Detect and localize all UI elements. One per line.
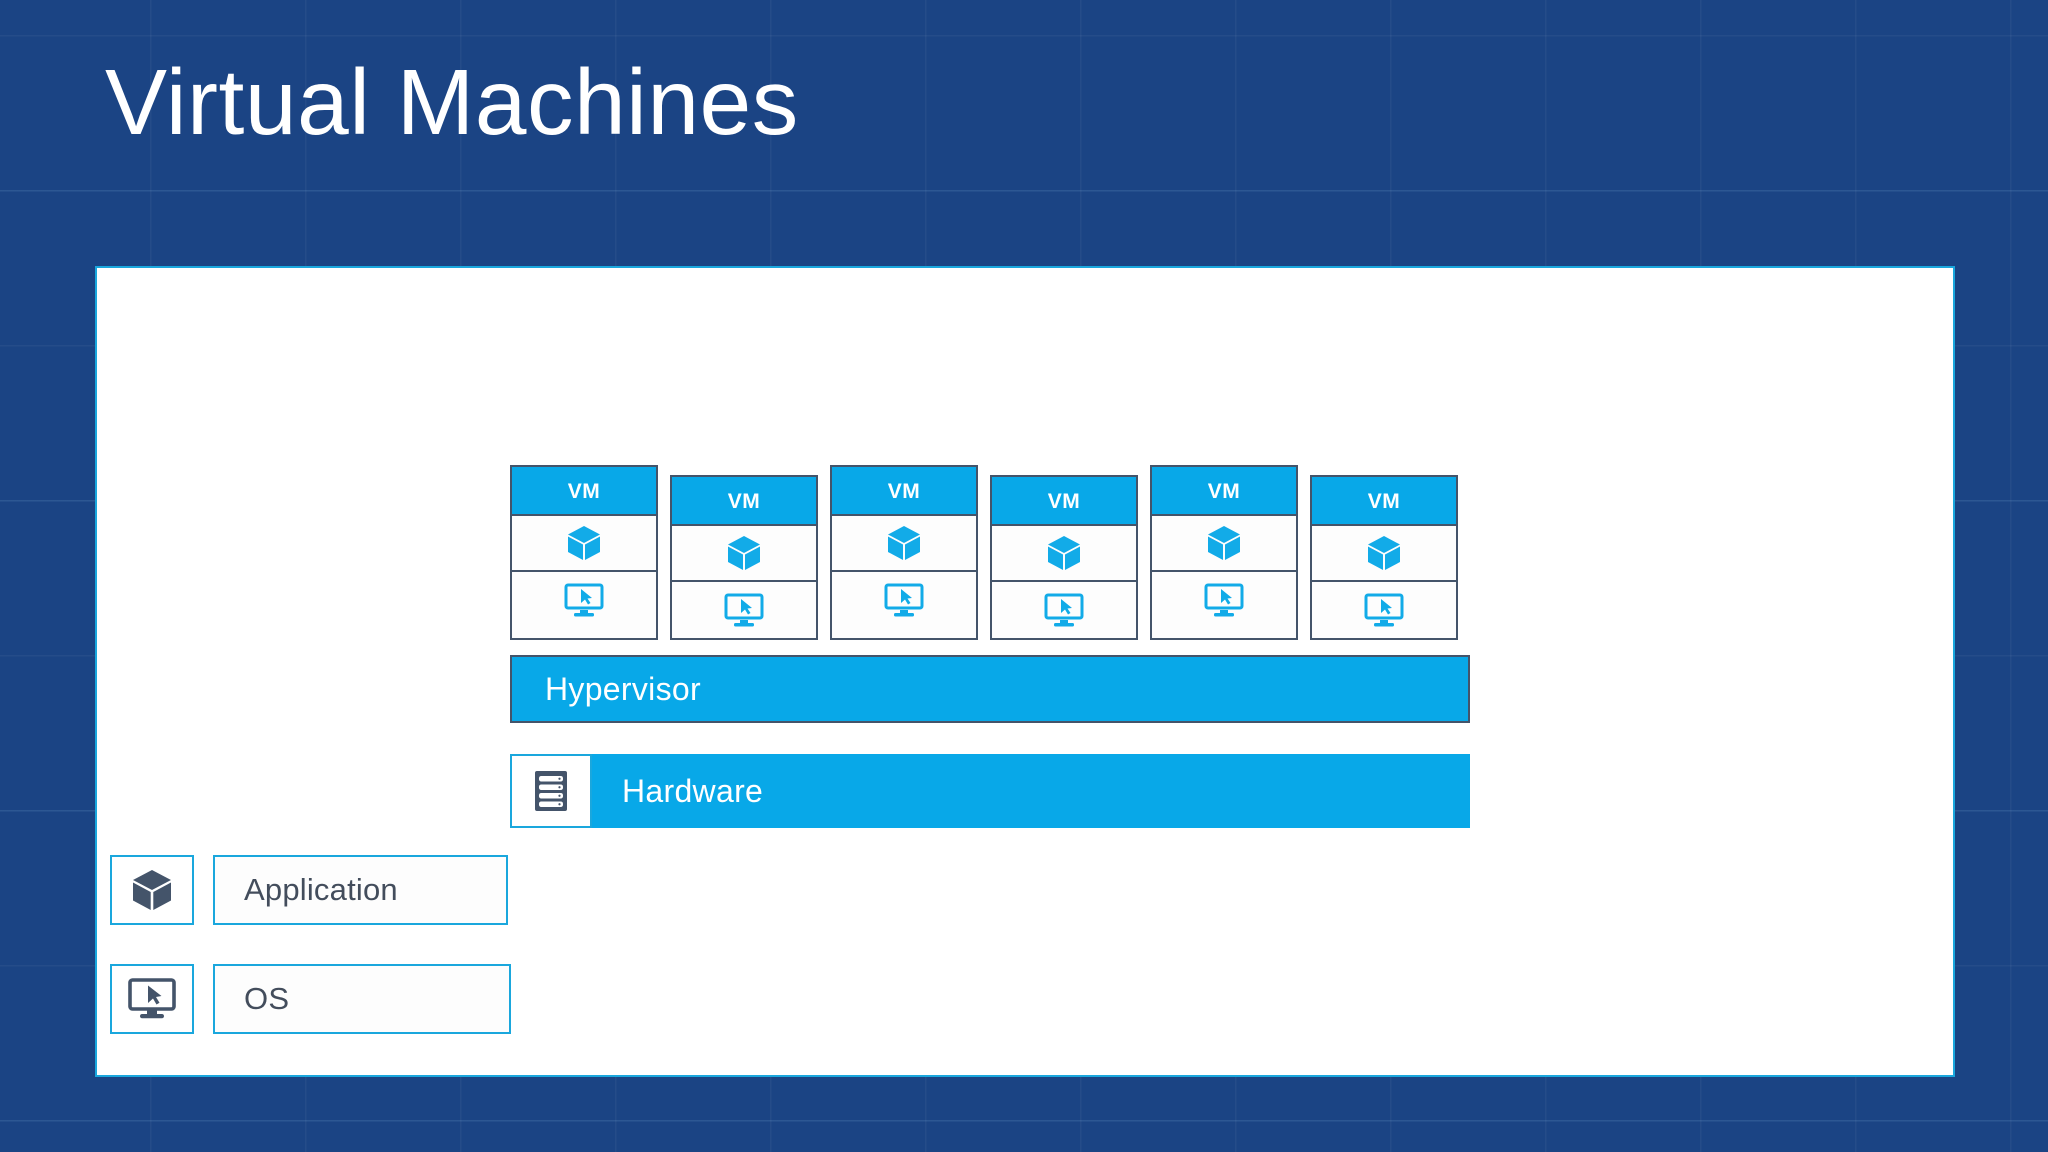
vm-application-cell xyxy=(1152,516,1296,572)
vm-application-cell xyxy=(512,516,656,572)
vm-header-label: VM xyxy=(1152,467,1296,516)
legend-os-icon-box xyxy=(110,964,194,1034)
content-panel: VM xyxy=(95,266,1955,1077)
vm-box[interactable]: VM xyxy=(1150,465,1298,640)
monitor-cursor-icon xyxy=(1364,593,1404,627)
vm-os-cell xyxy=(832,572,976,628)
cube-icon xyxy=(727,535,761,571)
legend-application-label: Application xyxy=(244,872,398,907)
vm-header-label: VM xyxy=(992,477,1136,526)
cube-icon xyxy=(887,525,921,561)
vm-header-label: VM xyxy=(672,477,816,526)
cube-icon xyxy=(567,525,601,561)
hardware-icon-box xyxy=(510,754,592,828)
hardware-fill: Hardware xyxy=(592,754,1470,828)
monitor-cursor-icon xyxy=(1204,583,1244,617)
vm-row: VM xyxy=(510,465,1458,640)
vm-box[interactable]: VM xyxy=(510,465,658,640)
vm-box[interactable]: VM xyxy=(1310,475,1458,640)
vm-application-cell xyxy=(832,516,976,572)
monitor-cursor-icon xyxy=(1044,593,1084,627)
hardware-bar[interactable]: Hardware xyxy=(510,754,1470,828)
legend-os-label: OS xyxy=(244,981,290,1016)
vm-box[interactable]: VM xyxy=(830,465,978,640)
monitor-cursor-icon xyxy=(128,978,176,1020)
page-title: Virtual Machines xyxy=(105,50,799,154)
monitor-cursor-icon xyxy=(884,583,924,617)
monitor-cursor-icon xyxy=(724,593,764,627)
hypervisor-bar[interactable]: Hypervisor xyxy=(510,655,1470,723)
vm-application-cell xyxy=(672,526,816,582)
monitor-cursor-icon xyxy=(564,583,604,617)
hypervisor-label: Hypervisor xyxy=(545,670,701,707)
vm-os-cell xyxy=(512,572,656,628)
legend-item-os[interactable]: OS xyxy=(110,964,511,1034)
vm-header-label: VM xyxy=(1312,477,1456,526)
cube-icon xyxy=(1367,535,1401,571)
vm-os-cell xyxy=(992,582,1136,638)
vm-application-cell xyxy=(1312,526,1456,582)
legend-os-label-box: OS xyxy=(213,964,511,1034)
vm-os-cell xyxy=(1312,582,1456,638)
legend-item-application[interactable]: Application xyxy=(110,855,508,925)
cube-icon xyxy=(132,869,172,911)
vm-header-label: VM xyxy=(832,467,976,516)
hardware-label: Hardware xyxy=(622,772,764,809)
cube-icon xyxy=(1047,535,1081,571)
vm-application-cell xyxy=(992,526,1136,582)
server-rack-icon xyxy=(534,770,568,812)
vm-box[interactable]: VM xyxy=(670,475,818,640)
vm-box[interactable]: VM xyxy=(990,475,1138,640)
legend-application-icon-box xyxy=(110,855,194,925)
legend-application-label-box: Application xyxy=(213,855,508,925)
vm-os-cell xyxy=(1152,572,1296,628)
vm-os-cell xyxy=(672,582,816,638)
cube-icon xyxy=(1207,525,1241,561)
vm-header-label: VM xyxy=(512,467,656,516)
